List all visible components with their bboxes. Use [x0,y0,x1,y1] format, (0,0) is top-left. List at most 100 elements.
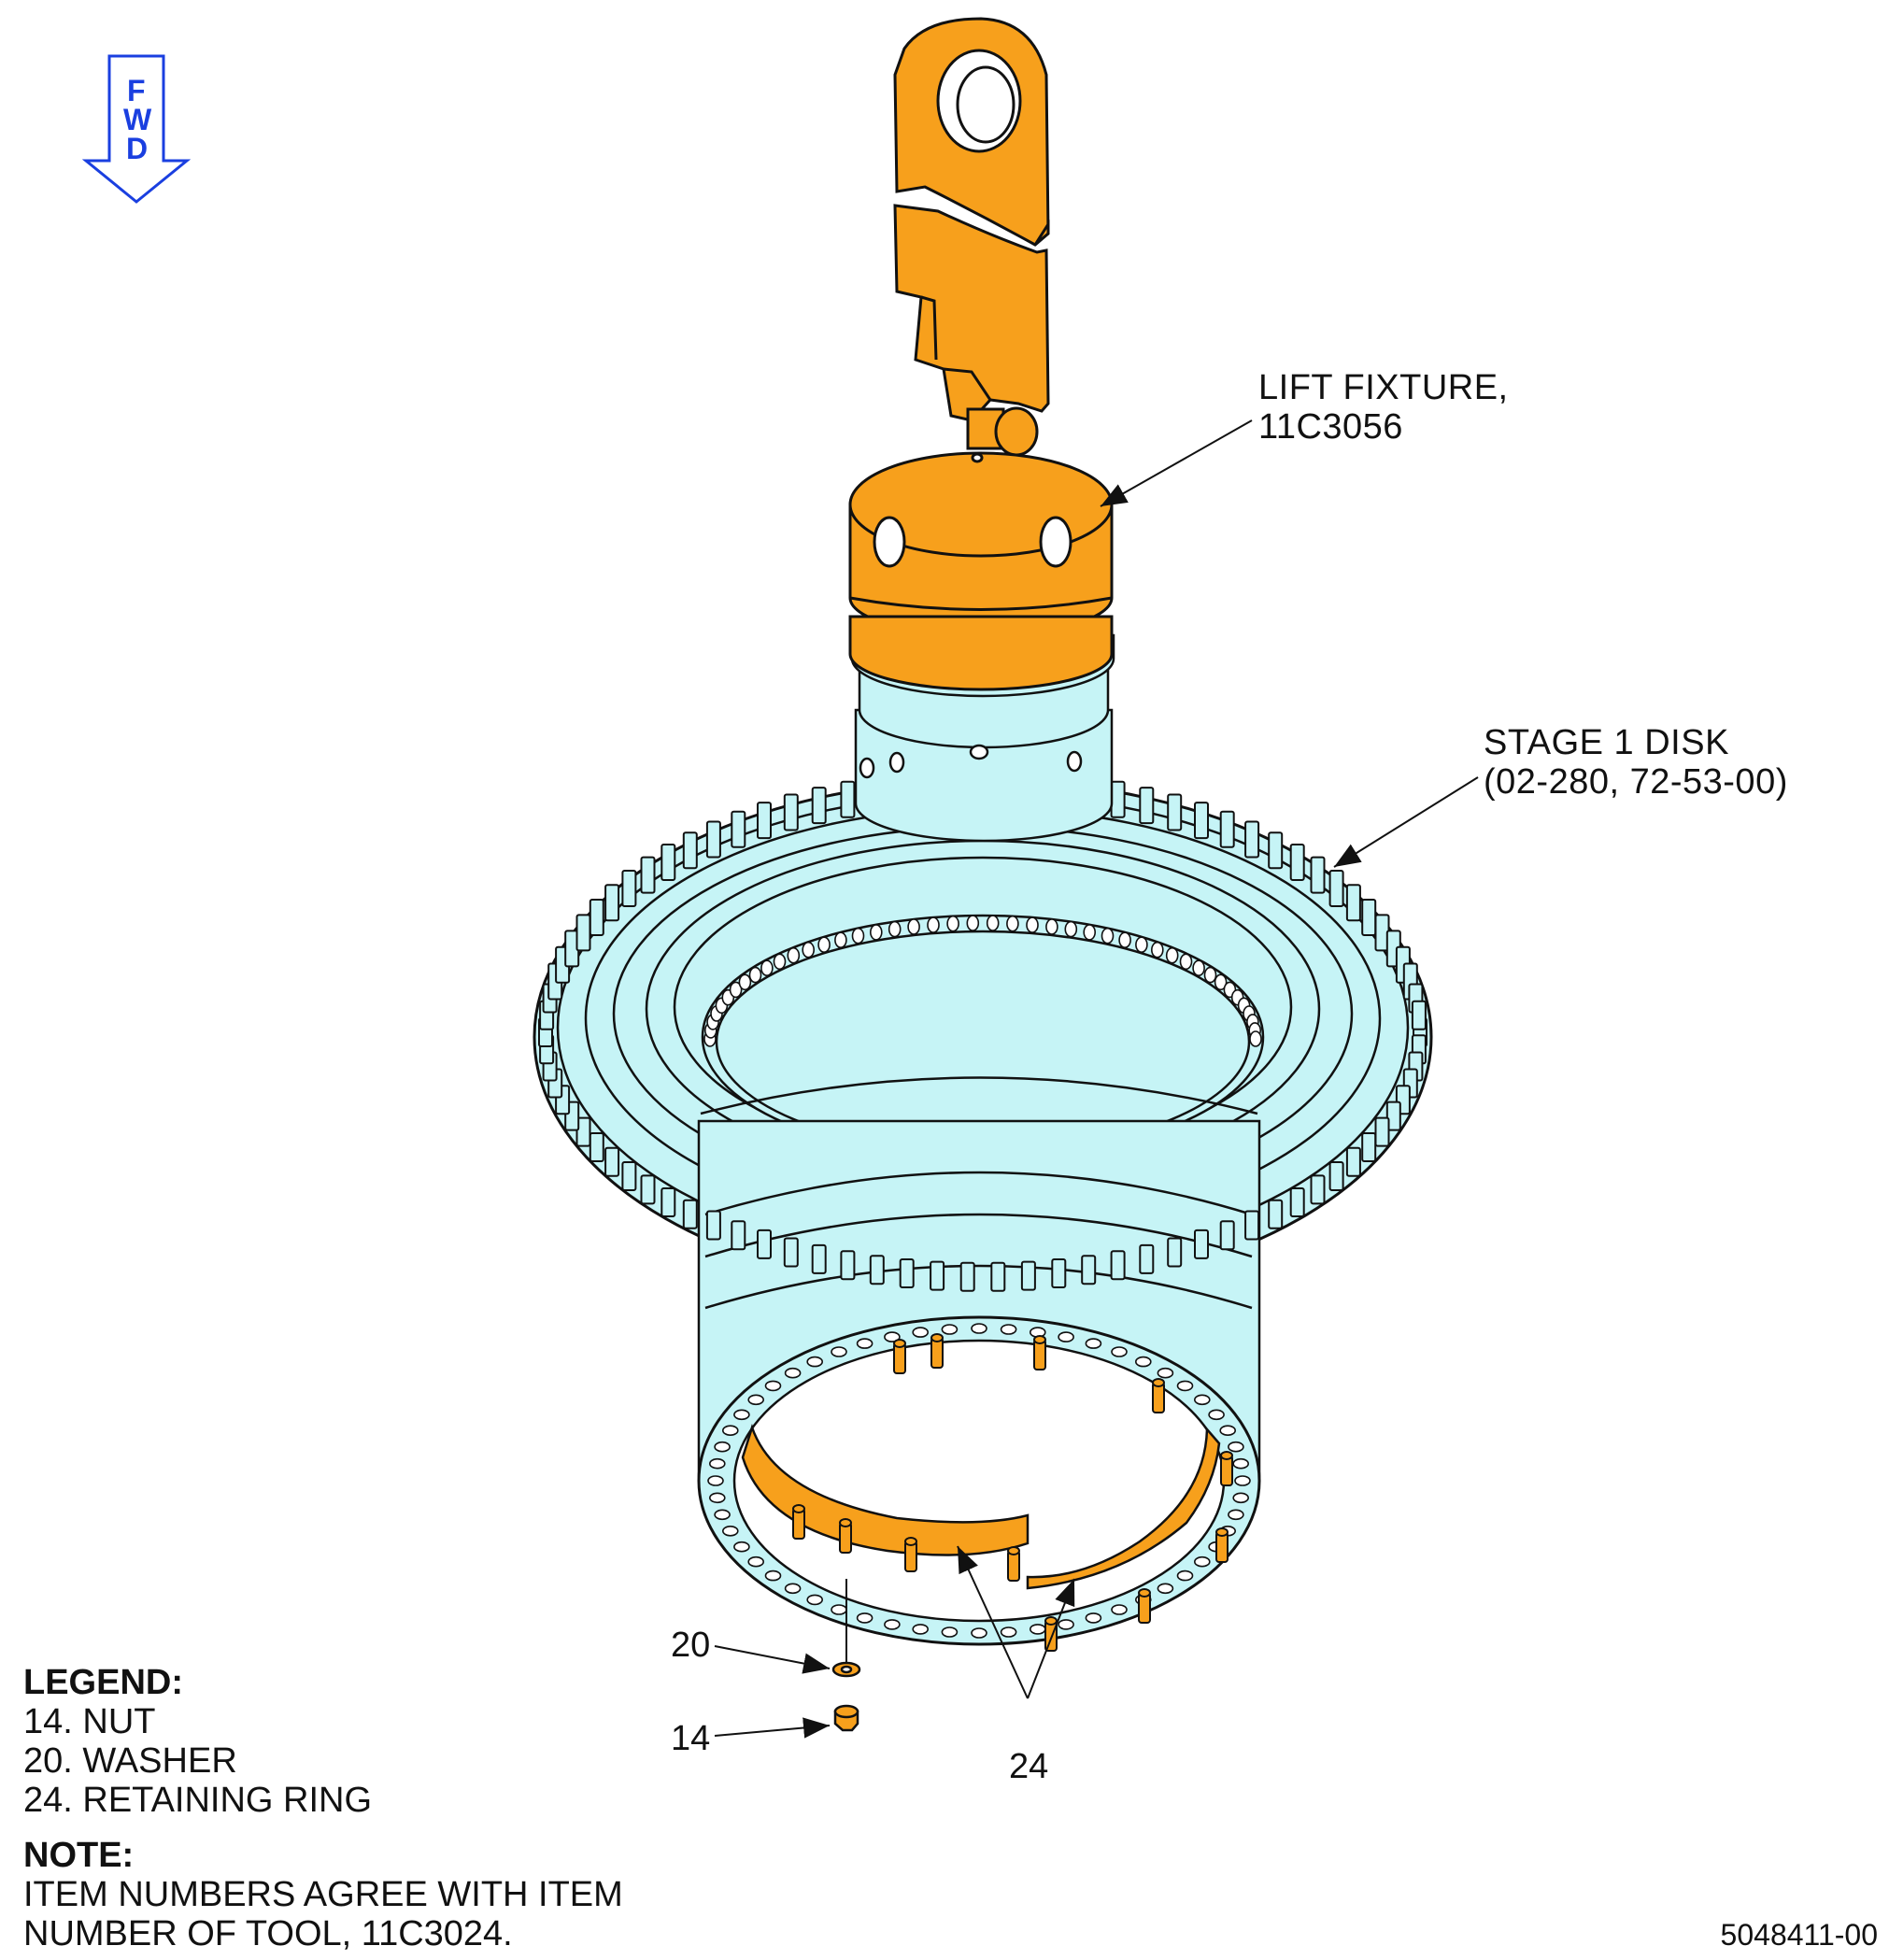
dovetail-slot [1361,899,1377,936]
flange-bolt-hole [1058,1619,1074,1630]
dovetail-slot [621,1161,637,1191]
dovetail-slot [589,899,604,936]
dovetail-slot [640,1174,656,1205]
scallop-hole [986,915,1000,931]
dovetail-slot [1219,810,1235,848]
dovetail-slot [1194,802,1209,840]
disk-scallop-holes [703,915,1262,1047]
scallop-hole [1214,973,1228,991]
dovetail-slot [1194,1229,1209,1259]
fwd-letter-d: D [126,132,149,165]
scallop-hole [817,936,831,954]
dovetail-slot [1268,1199,1284,1229]
flange-bolt-hole [831,1604,847,1615]
dovetail-slot [575,914,591,952]
note-line-1: ITEM NUMBERS AGREE WITH ITEM [23,1875,623,1914]
dovetail-slot [705,1210,721,1241]
scallop-hole [1026,916,1039,933]
stud [1152,1378,1165,1413]
dovetail-slot [869,1255,885,1285]
legend-title: LEGEND: [23,1663,183,1702]
stud [1044,1616,1058,1652]
flange-bolt-hole [856,1338,873,1349]
legend-item-retaining-ring: 24. RETAINING RING [23,1781,373,1820]
flange-bolt-hole [912,1327,930,1338]
scallop-hole [1249,1030,1262,1047]
dovetail-slot [1167,793,1183,831]
flange-bolt-hole [1176,1380,1194,1392]
scallop-hole [787,946,801,964]
flange-bolt-hole [733,1541,750,1553]
flange-bolt-hole [721,1425,739,1436]
stage1-disk-label-line2: (02-280, 72-53-00) [1484,762,1788,802]
note-title: NOTE: [23,1836,135,1875]
flange-bolt-hole [912,1624,930,1635]
dovetail-slot [1020,1260,1036,1291]
fwd-letter-f: F [127,74,147,107]
scallop-hole [869,924,883,941]
dovetail-slot [1139,1243,1155,1274]
dovetail-slot [731,1220,746,1251]
stud [1007,1546,1020,1582]
scallop-hole [1064,920,1078,938]
flange-bolt-hole [1111,1604,1128,1615]
note-line-2: NUMBER OF TOOL, 11C3024. [23,1914,513,1953]
dovetail-slot [1345,1146,1361,1177]
dovetail-slot [1244,820,1260,859]
flange-bolt-hole [721,1526,739,1537]
dovetail-slot [757,1229,772,1259]
dovetail-slot [1385,1101,1401,1131]
stud [1033,1335,1046,1371]
stud [1138,1588,1151,1624]
flange-bolt-hole [714,1509,731,1521]
stud [1215,1527,1229,1563]
dovetail-slot [899,1258,915,1288]
dovetail-slot [783,1237,799,1268]
dovetail-slot [1374,1116,1390,1147]
dovetail-slot [1081,1255,1097,1285]
dovetail-slot [1051,1258,1067,1288]
flange-bolt-hole [1135,1356,1152,1368]
scallop-hole [1006,915,1019,932]
flange-bolt-hole [1030,1624,1046,1635]
dovetail-slot [621,870,637,907]
flange-bolt-hole [708,1457,726,1470]
dovetail-slot [1328,870,1344,907]
flange-bolt-hole [831,1346,847,1357]
dovetail-slot [783,793,799,831]
dovetail-slot [1289,1187,1305,1217]
scallop-hole [834,931,847,949]
flange-bolt-hole [784,1367,802,1379]
flange-bolt-hole [884,1619,901,1630]
note: NOTE: ITEM NUMBERS AGREE WITH ITEM NUMBE… [23,1836,623,1953]
scallop-hole [1101,927,1115,944]
dovetail-slot [731,810,746,848]
flange-bolt-hole [856,1612,873,1624]
flange-bolt-hole [1000,1324,1017,1335]
flange-bolt-hole [1111,1346,1128,1357]
dovetail-slot [1268,831,1284,870]
scallop-hole [729,981,743,999]
scallop-hole [1179,953,1193,971]
dovetail-slot [1139,787,1155,825]
flange-bolt-holes [707,1323,1251,1639]
dovetail-slot [1361,1132,1377,1162]
dovetail-slot [589,1132,604,1162]
dovetail-slot [811,787,827,825]
scallop-hole [1045,918,1058,935]
flange-bolt-hole [707,1475,724,1486]
flange-bolt-hole [1000,1626,1017,1638]
dovetail-slot [757,802,772,840]
flange-bolt-hole [747,1394,765,1406]
stud [893,1339,906,1374]
flange-bolt-hole [764,1380,782,1392]
flange-bolt-hole [1085,1612,1102,1624]
scallop-hole [907,918,920,935]
stud [1220,1451,1233,1486]
flange-bolt-hole [1157,1583,1174,1595]
flange-bolt-hole [1157,1367,1174,1379]
scallop-hole [760,959,774,976]
stud [792,1504,805,1540]
flange-bolt-hole [733,1409,750,1421]
